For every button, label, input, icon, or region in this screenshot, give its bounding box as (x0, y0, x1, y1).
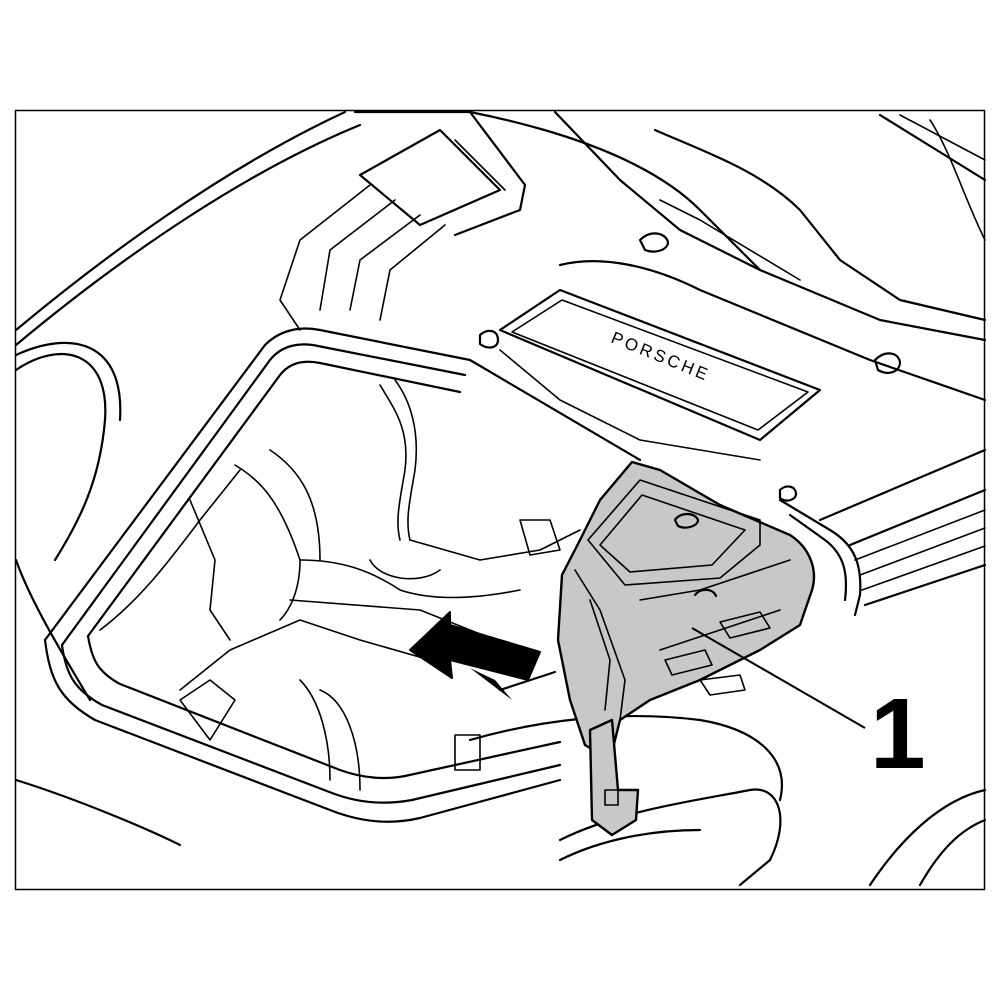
highlighted-cover-part (556, 460, 816, 762)
callout-number: 1 (870, 678, 926, 790)
diagram-border (14, 109, 986, 891)
removal-direction-arrow-icon (409, 611, 557, 700)
mounting-bracket (588, 718, 640, 837)
vehicle-body-drawing (14, 110, 987, 887)
callout-leader-line (691, 627, 866, 729)
callout-1: 1 (691, 627, 926, 790)
highlighted-component-1 (556, 460, 816, 837)
